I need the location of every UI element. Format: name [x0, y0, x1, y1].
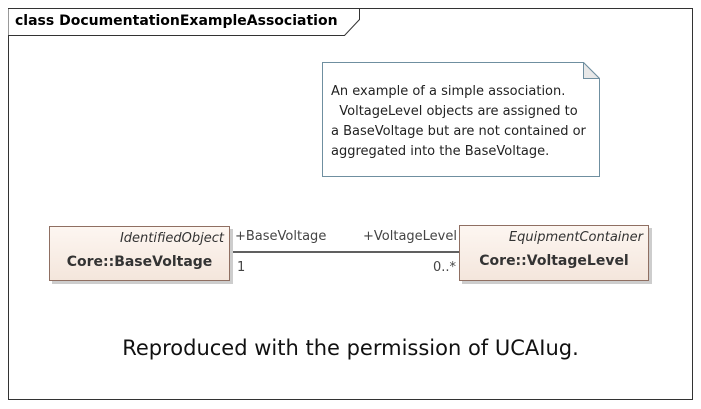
class-base-voltage-stereotype: IdentifiedObject	[119, 231, 224, 246]
association-left-multiplicity: 1	[237, 260, 246, 275]
frame-title: class DocumentationExampleAssociation	[15, 13, 338, 29]
frame-title-tab: class DocumentationExampleAssociation	[8, 8, 360, 36]
note-text: An example of a simple association. Volt…	[331, 84, 586, 159]
class-voltage-level[interactable]: EquipmentContainer Core::VoltageLevel	[459, 225, 649, 281]
frame-tab-shape	[8, 8, 360, 36]
association-right-role: +VoltageLevel	[363, 229, 457, 244]
note-box: An example of a simple association. Volt…	[322, 62, 600, 177]
class-voltage-level-stereotype: EquipmentContainer	[508, 230, 643, 245]
permission-text: Reproduced with the permission of UCAIug…	[122, 336, 579, 360]
association-right-multiplicity: 0..*	[433, 260, 457, 275]
note-shape	[322, 62, 600, 177]
class-base-voltage-name: Core::BaseVoltage	[66, 254, 213, 270]
association-left-role: +BaseVoltage	[235, 229, 327, 244]
class-voltage-level-name: Core::VoltageLevel	[479, 253, 629, 269]
class-base-voltage[interactable]: IdentifiedObject Core::BaseVoltage	[49, 226, 230, 281]
